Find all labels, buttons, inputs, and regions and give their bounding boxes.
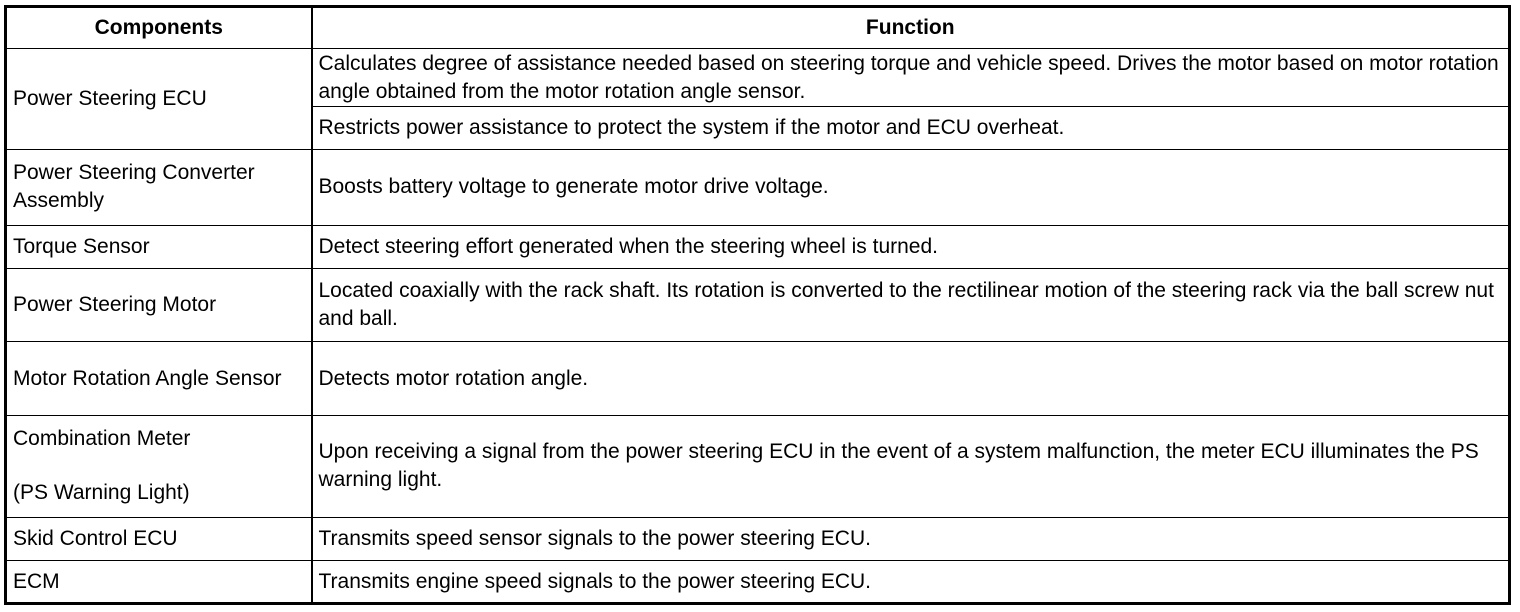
component-name: Power Steering ECU — [13, 87, 207, 111]
function-cell: Calculates degree of assistance needed b… — [311, 47, 1510, 108]
table-row: Combination Meter (PS Warning Light) Upo… — [5, 414, 1510, 519]
table-row: ECM Transmits engine speed signals to th… — [5, 560, 1510, 604]
components-function-table: Components Function Power Steering ECU C… — [4, 5, 1511, 605]
table-row: Motor Rotation Angle Sensor Detects moto… — [5, 341, 1510, 416]
component-cell: Power Steering Motor — [5, 267, 313, 343]
components-column-header: Components — [5, 6, 313, 49]
component-cell: Motor Rotation Angle Sensor — [5, 341, 313, 416]
component-cell: Combination Meter (PS Warning Light) — [5, 414, 313, 519]
function-cell: Located coaxially with the rack shaft. I… — [311, 267, 1510, 343]
function-cell: Upon receiving a signal from the power s… — [311, 414, 1510, 519]
function-cell: Boosts battery voltage to generate motor… — [311, 149, 1510, 226]
table-row: Restricts power assistance to protect th… — [6, 106, 1510, 151]
table-header-row: Components Function — [5, 6, 1510, 49]
function-cell: Detect steering effort generated when th… — [311, 224, 1510, 269]
table-row: Power Steering Converter Assembly Boosts… — [5, 149, 1510, 226]
function-cell: Transmits speed sensor signals to the po… — [311, 517, 1510, 561]
component-subname: (PS Warning Light) — [13, 481, 190, 505]
function-cell: Restricts power assistance to protect th… — [311, 106, 1510, 151]
component-cell: Power Steering Converter Assembly — [5, 149, 313, 226]
component-cell: Torque Sensor — [5, 224, 313, 269]
component-cell: Skid Control ECU — [5, 517, 313, 561]
table-row: Skid Control ECU Transmits speed sensor … — [5, 517, 1510, 561]
function-cell: Detects motor rotation angle. — [311, 341, 1510, 416]
table-row: Torque Sensor Detect steering effort gen… — [5, 224, 1510, 269]
component-name: Combination Meter — [13, 427, 191, 451]
table-row: Power Steering ECU Calculates degree of … — [5, 47, 1510, 151]
function-column-header: Function — [311, 6, 1510, 49]
component-cell: ECM — [5, 560, 313, 604]
function-cell: Transmits engine speed signals to the po… — [311, 560, 1510, 604]
table-row: Power Steering Motor Located coaxially w… — [5, 267, 1510, 343]
component-cell: Power Steering ECU — [5, 47, 313, 151]
